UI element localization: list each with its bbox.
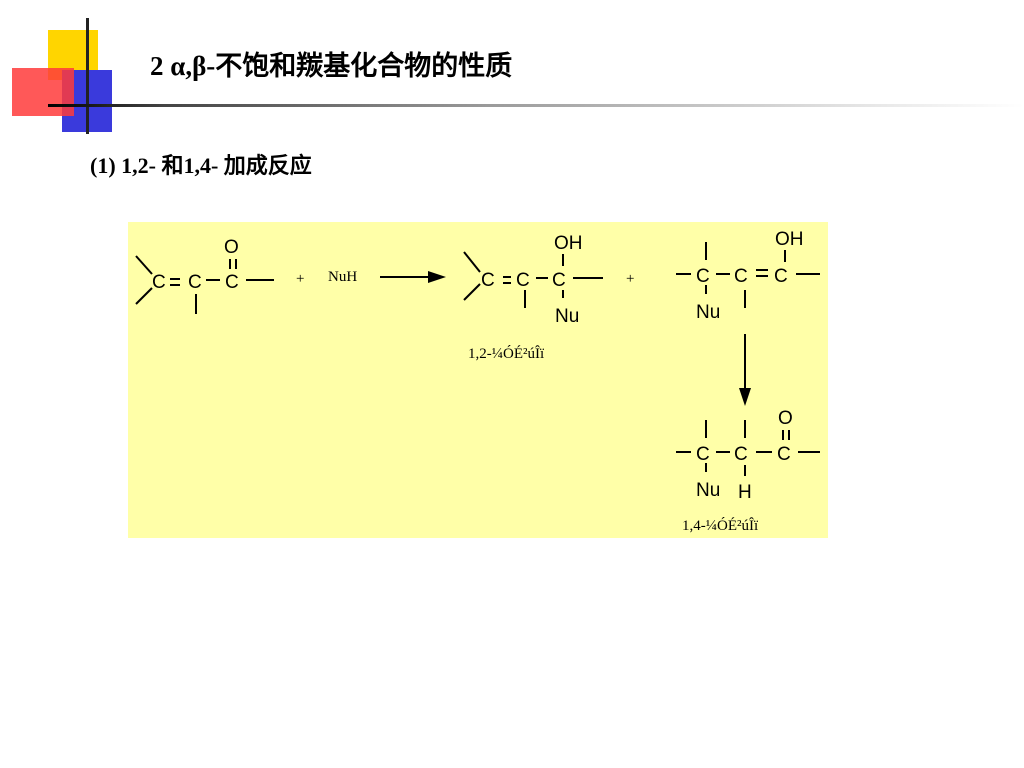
nucleophile-group: Nu bbox=[696, 302, 720, 323]
logo-red-square bbox=[12, 68, 74, 116]
reagent-nuh: NuH bbox=[328, 269, 357, 285]
arrow-head bbox=[428, 271, 446, 283]
atom-c3: C bbox=[225, 272, 239, 293]
enol-intermediate-structure: C Nu C C OH bbox=[676, 229, 820, 323]
title-rule bbox=[48, 104, 1024, 107]
atom-oxygen: O bbox=[224, 237, 239, 258]
atom-c1: C bbox=[481, 270, 495, 291]
nucleophile-group: Nu bbox=[555, 306, 579, 327]
atom-oxygen: O bbox=[778, 408, 793, 429]
atom-c3: C bbox=[552, 270, 566, 291]
atom-c1: C bbox=[696, 266, 710, 287]
tautomerization-arrow bbox=[739, 334, 751, 406]
atom-c2: C bbox=[734, 444, 748, 465]
hydroxyl-group: OH bbox=[775, 229, 804, 250]
bond-line bbox=[135, 287, 153, 305]
corner-logo bbox=[12, 18, 112, 134]
slide-title: 2 α,β-不饱和羰基化合物的性质 bbox=[150, 51, 513, 81]
atom-c3: C bbox=[774, 266, 788, 287]
nucleophile-group: Nu bbox=[696, 480, 720, 501]
atom-c2: C bbox=[188, 272, 202, 293]
arrow-head bbox=[739, 388, 751, 406]
plus-sign: + bbox=[296, 271, 304, 287]
slide-subtitle: (1) 1,2- 和1,4- 加成反应 bbox=[90, 153, 312, 178]
reaction-arrow bbox=[380, 271, 446, 283]
hydrogen-atom: H bbox=[738, 482, 752, 503]
atom-c1: C bbox=[696, 444, 710, 465]
logo-vertical-bar bbox=[86, 18, 89, 134]
reaction-scheme: C C C O + NuH C C bbox=[135, 229, 820, 534]
atom-c2: C bbox=[734, 266, 748, 287]
product-12-structure: C C C OH Nu bbox=[463, 233, 603, 327]
reaction-scheme-panel: C C C O + NuH C C bbox=[128, 222, 828, 538]
plus-sign-2: + bbox=[626, 271, 634, 287]
atom-c1: C bbox=[152, 272, 166, 293]
bond-line bbox=[463, 251, 481, 273]
hydroxyl-group: OH bbox=[554, 233, 583, 254]
product-14-structure: C Nu C H C O bbox=[676, 408, 820, 503]
bond-line bbox=[135, 255, 153, 275]
atom-c2: C bbox=[516, 270, 530, 291]
caption-14-addition: 1,4-¼ÓÉ²úÎï bbox=[682, 517, 759, 534]
caption-12-addition: 1,2-¼ÓÉ²úÎï bbox=[468, 345, 545, 362]
reactant-structure: C C C O bbox=[135, 237, 274, 314]
atom-c3: C bbox=[777, 444, 791, 465]
bond-line bbox=[463, 283, 481, 301]
